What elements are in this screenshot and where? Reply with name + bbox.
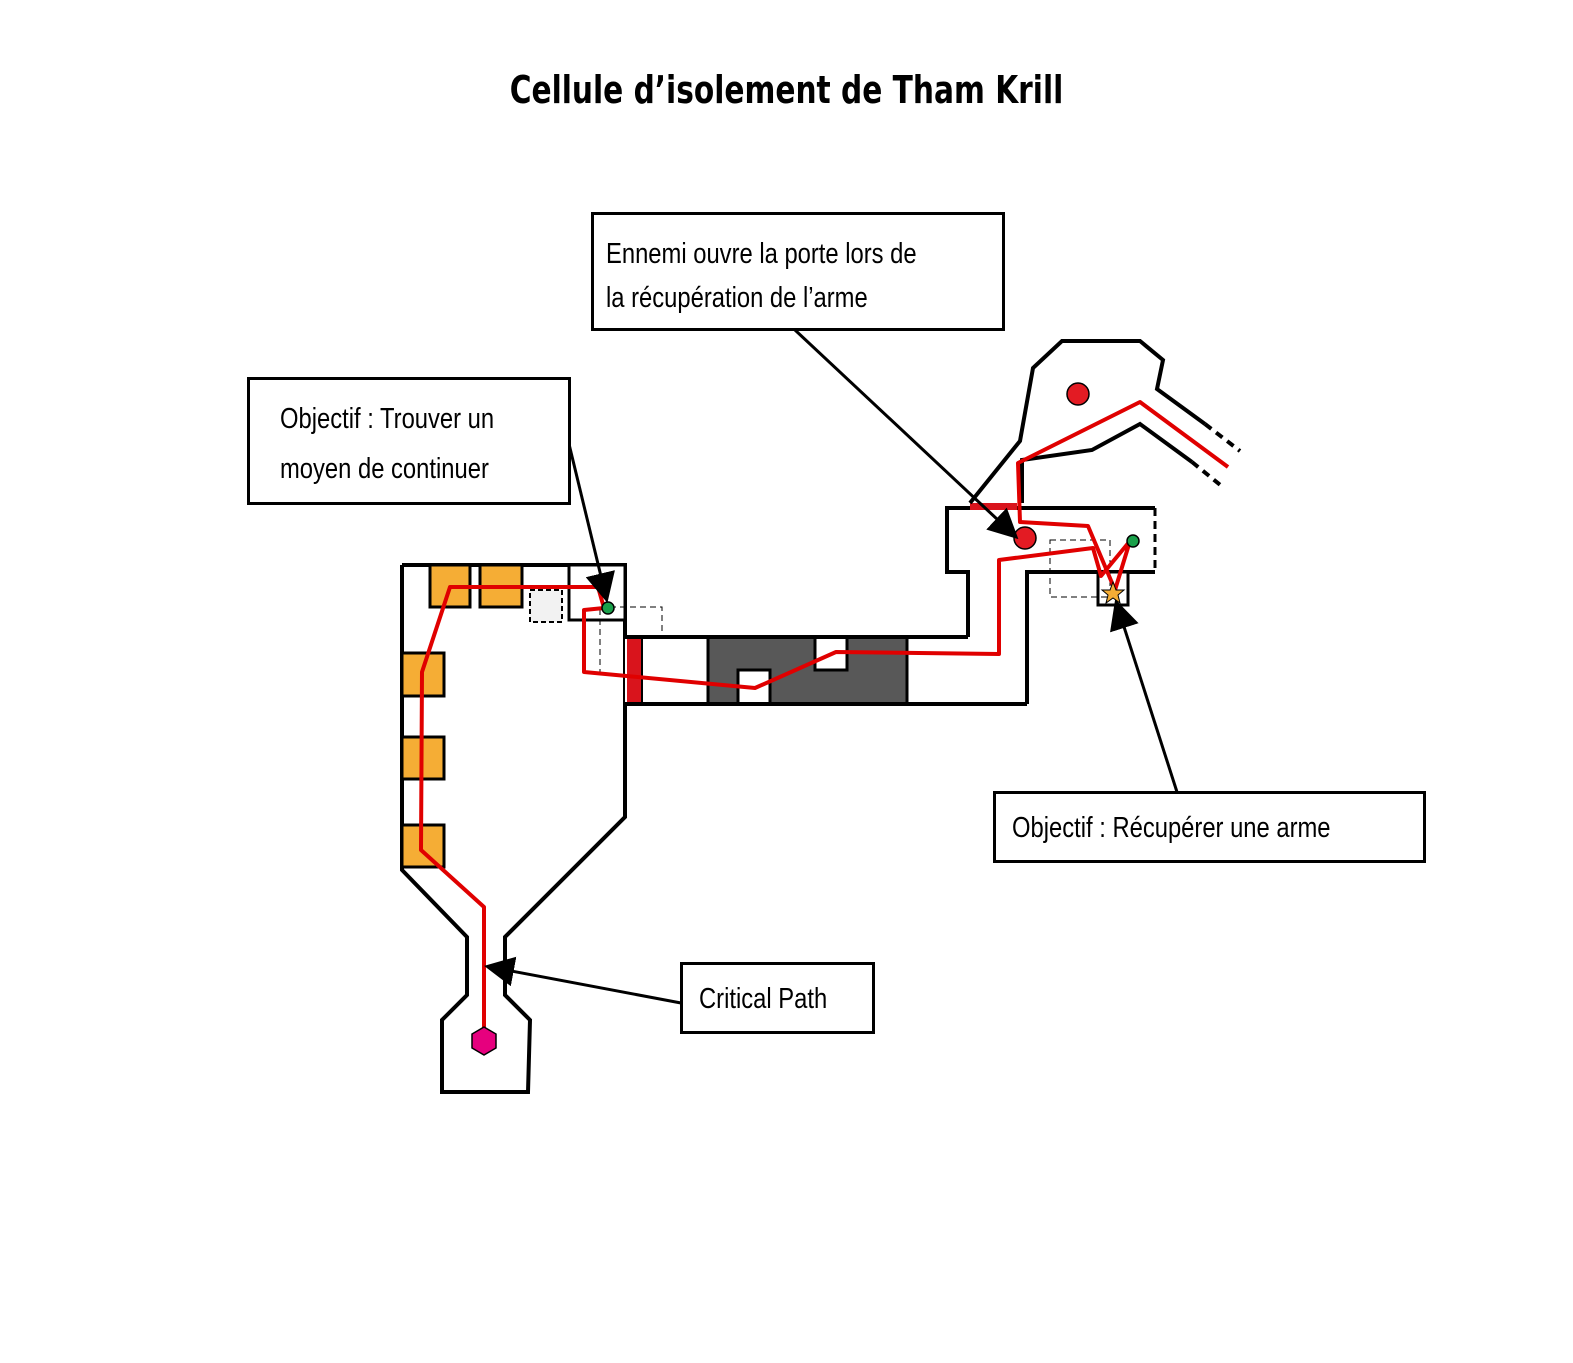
callout-arrows [484, 328, 1179, 1005]
arrow-get-weapon [1110, 599, 1179, 793]
corridor [625, 635, 1027, 706]
callout-text: Objectif : Récupérer une arme [1012, 812, 1331, 844]
upper-area-walls [968, 339, 1242, 505]
left-room-walls [400, 563, 627, 1094]
red-dot-icon [1013, 526, 1037, 550]
callout-critical-path: Critical Path [680, 962, 875, 1034]
critical-path-line [419, 400, 1230, 1040]
placeholder-crate [529, 589, 563, 623]
arrow-enemy-door [793, 328, 1019, 540]
arrow-find-way [567, 443, 615, 603]
door-left [627, 639, 641, 702]
left-room-inner-cell [567, 563, 627, 622]
callout-text: la récupération de l’arme [606, 282, 868, 314]
callout-text: Critical Path [699, 983, 828, 1015]
red-dot-icon [1066, 382, 1090, 406]
callout-text: Ennemi ouvre la porte lors de [606, 238, 917, 270]
callout-get-weapon: Objectif : Récupérer une arme [993, 791, 1426, 863]
callout-enemy-door: Ennemi ouvre la porte lors de la récupér… [591, 212, 1005, 331]
callout-text: Objectif : Trouver un [280, 403, 495, 435]
door-enemy [970, 503, 1017, 510]
green-dot-icon [1126, 534, 1140, 548]
arrow-critical-path [484, 956, 682, 1005]
hexagon-icon [471, 1026, 497, 1056]
callout-text: moyen de continuer [280, 453, 489, 485]
star-icon [1100, 580, 1126, 605]
callout-find-way: Objectif : Trouver un moyen de continuer [247, 377, 571, 505]
map-title: Cellule d’isolement de Tham Krill [509, 68, 1064, 112]
green-dot-icon [601, 601, 615, 615]
trigger-zone [1049, 539, 1111, 598]
